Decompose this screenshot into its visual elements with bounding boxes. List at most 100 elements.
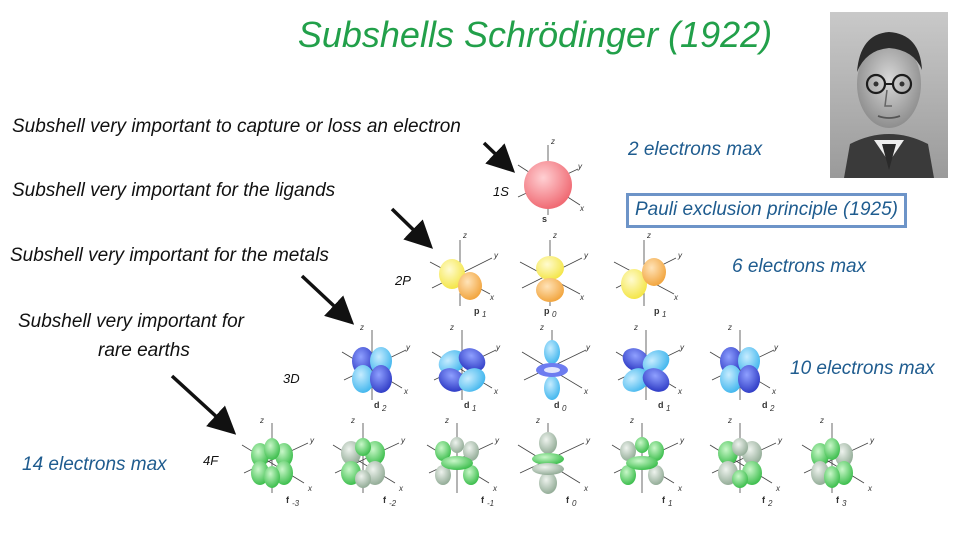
text-d-subshell: Subshell very important for the metals [10, 245, 329, 266]
svg-text:z: z [259, 416, 264, 425]
svg-text:x: x [579, 293, 585, 302]
svg-text:d: d [554, 400, 560, 410]
svg-text:f: f [286, 495, 290, 505]
page-title: Subshells Schrödinger (1922) [297, 14, 773, 55]
text-p-max: 6 electrons max [732, 256, 867, 277]
svg-text:f: f [481, 495, 485, 505]
label-3d: 3D [283, 371, 300, 386]
svg-text:z: z [727, 323, 732, 332]
svg-text:y: y [679, 343, 685, 352]
svg-text:x: x [583, 387, 589, 396]
pauli-box: Pauli exclusion principle (1925) [626, 193, 907, 228]
svg-text:z: z [550, 137, 555, 146]
svg-text:z: z [444, 416, 449, 425]
svg-text:y: y [494, 436, 500, 445]
svg-text:d: d [658, 400, 664, 410]
svg-text:z: z [462, 231, 467, 240]
svg-text:1: 1 [482, 310, 486, 319]
arrow-icon [170, 374, 237, 435]
arrow-icon [390, 207, 434, 249]
svg-text:f: f [566, 495, 570, 505]
svg-text:p: p [474, 306, 480, 316]
svg-text:z: z [449, 323, 454, 332]
svg-text:y: y [677, 251, 683, 260]
svg-text:x: x [775, 484, 781, 493]
svg-text:y: y [583, 251, 589, 260]
svg-text:z: z [359, 323, 364, 332]
svg-text:y: y [495, 343, 501, 352]
orbital-f-icon: zyx f-2 [332, 416, 406, 508]
svg-text:2: 2 [769, 404, 775, 413]
svg-text:1: 1 [666, 404, 670, 413]
svg-text:y: y [777, 436, 783, 445]
svg-text:z: z [727, 416, 732, 425]
svg-text:0: 0 [552, 310, 557, 319]
svg-text:1: 1 [662, 310, 666, 319]
svg-text:0: 0 [562, 404, 567, 413]
svg-text:x: x [677, 484, 683, 493]
text-p-subshell: Subshell very important for the ligands [12, 180, 336, 201]
svg-text:z: z [819, 416, 824, 425]
svg-text:x: x [493, 387, 499, 396]
svg-text:s: s [542, 214, 547, 224]
svg-text:-1: -1 [487, 499, 494, 508]
svg-text:z: z [646, 231, 651, 240]
label-4f: 4F [203, 453, 219, 468]
svg-text:y: y [577, 162, 583, 171]
text-f-max: 14 electrons max [22, 454, 167, 475]
svg-text:f: f [662, 495, 666, 505]
svg-text:x: x [583, 484, 589, 493]
svg-text:x: x [492, 484, 498, 493]
svg-text:z: z [535, 416, 540, 425]
svg-text:d: d [374, 400, 380, 410]
text-f-subshell-line1: Subshell very important for [18, 311, 244, 332]
svg-text:z: z [539, 323, 544, 332]
text-d-max: 10 electrons max [790, 358, 935, 379]
orbital-s-icon: z y x s [517, 137, 585, 224]
svg-text:y: y [405, 343, 411, 352]
svg-text:d: d [762, 400, 768, 410]
svg-text:z: z [629, 416, 634, 425]
svg-text:-3: -3 [292, 499, 300, 508]
text-f-subshell-line2: rare earths [98, 340, 190, 361]
svg-text:y: y [585, 436, 591, 445]
svg-text:x: x [771, 387, 777, 396]
svg-text:z: z [552, 231, 557, 240]
text-s-max: 2 electrons max [628, 139, 763, 160]
svg-text:0: 0 [572, 499, 577, 508]
svg-text:2: 2 [767, 499, 773, 508]
svg-text:f: f [762, 495, 766, 505]
svg-text:y: y [585, 343, 591, 352]
svg-text:-2: -2 [389, 499, 397, 508]
svg-text:p: p [654, 306, 660, 316]
svg-text:1: 1 [668, 499, 672, 508]
svg-text:y: y [679, 436, 685, 445]
svg-text:y: y [869, 436, 875, 445]
svg-text:x: x [673, 293, 679, 302]
svg-text:y: y [493, 251, 499, 260]
svg-text:x: x [867, 484, 873, 493]
svg-text:z: z [350, 416, 355, 425]
svg-text:y: y [309, 436, 315, 445]
svg-text:x: x [307, 484, 313, 493]
arrow-icon [482, 141, 516, 173]
svg-text:x: x [579, 204, 585, 213]
svg-text:1: 1 [472, 404, 476, 413]
svg-text:y: y [400, 436, 406, 445]
label-1s: 1S [493, 184, 509, 199]
label-2p: 2P [395, 273, 411, 288]
orbital-f-icon: z y x f-3 [241, 416, 315, 508]
